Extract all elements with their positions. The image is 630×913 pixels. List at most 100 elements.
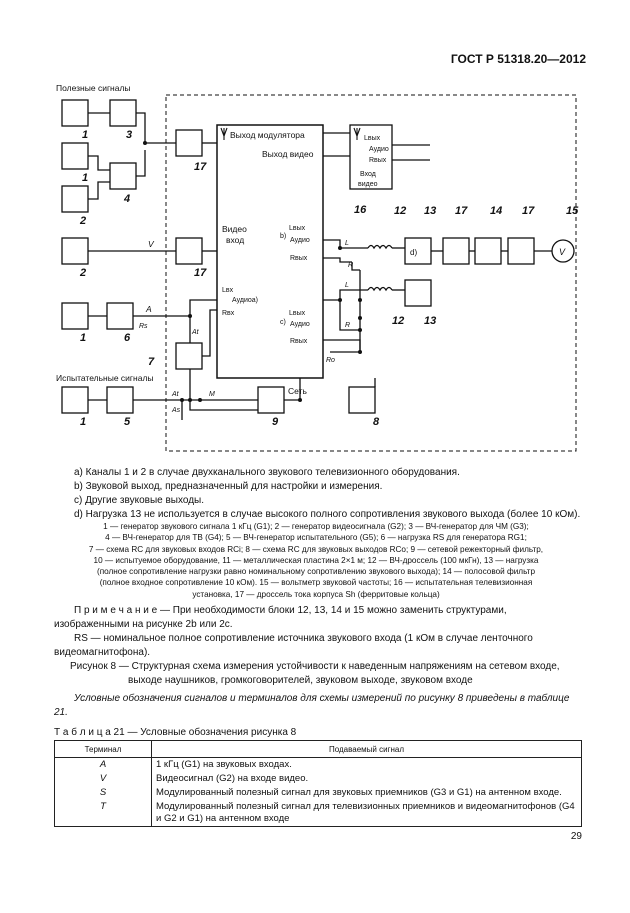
signal-v: V [148,239,155,249]
video-in-label-2: вход [226,235,244,245]
legend-line: 10 — испытуемое оборудование, 11 — метал… [93,555,539,565]
num-1a: 1 [82,129,88,141]
box-17a [175,129,203,157]
legend-line: 1 — генератор звукового сигнала 1 кГц (G… [103,522,529,531]
num-17b: 17 [194,267,207,279]
figure-caption: Рисунок 8 — Структурная схема измерения … [54,660,584,688]
num-3: 3 [126,129,132,141]
box-17d [507,237,535,265]
terminal-cell: S [54,786,152,800]
intro-paragraph: Условные обозначения сигналов и терминал… [54,693,570,718]
signal-cell: 1 кГц (G1) на звуковых входах. [151,757,582,772]
audio-label-b: Аудио [290,237,310,244]
lout-label-b: Lвых [289,225,306,232]
figure-caption-text: Рисунок 8 — Структурная схема измерения … [70,661,560,686]
legend-line: установка, 17 — дроссель тока корпуса Sh… [192,589,440,599]
signal-as: As [171,407,181,414]
audio-a-label: Аудиоa) [232,297,258,304]
box-7 [175,342,203,370]
box-4 [109,162,137,190]
table-header-signal: Подаваемый сигнал [151,740,582,758]
footnote-b: b) Звуковой выход, предназначенный для н… [74,481,383,492]
num-1c: 1 [80,332,86,344]
legend-line: (полное сопротивление нагрузки равно ном… [96,567,536,577]
box-14 [474,237,502,265]
signal-at: At [171,391,180,398]
num-8: 8 [373,416,380,428]
video-in-label-1: Видео [222,224,247,234]
num-6: 6 [124,332,131,344]
num-9: 9 [272,416,279,428]
signal-at-top: At [191,329,200,336]
rout-label-b: Rвых [290,255,308,262]
signal-l-c: L [345,282,349,289]
block-diagram: Полезные сигналы Испытательные сигналы В… [56,83,579,452]
box-6 [106,302,134,330]
signal-m: M [209,391,215,398]
signal-r-b: R [348,262,353,269]
note-block: П р и м е ч а н и е — При необходимости … [54,604,584,660]
num-17a: 17 [194,161,207,173]
table-row: A 1 кГц (G1) на звуковых входах. [54,757,582,772]
lout-label-16: Lвых [364,135,381,142]
note-paragraph-2: RS — номинальное полное сопротивление ис… [54,633,533,658]
figure-legend: 1 — генератор звукового сигнала 1 кГц (G… [56,521,576,600]
signal-a: A [145,304,152,314]
rout-label-16: Rвых [369,157,387,164]
num-2b: 2 [79,267,86,279]
num-7: 7 [148,356,155,368]
legend-line: 7 — схема RC для звуковых входов RCi; 8 … [88,544,544,554]
box-16 [349,124,393,190]
num-2a: 2 [79,215,86,227]
signal-cell: Видеосигнал (G2) на входе видео. [151,772,582,786]
box-1a [61,99,89,127]
num-16: 16 [354,204,367,216]
signal-r-c: R [345,322,350,329]
num-1d: 1 [80,416,86,428]
terminal-cell: A [54,757,152,772]
num-17c: 17 [455,205,468,217]
lout-label-c: Lвых [289,310,306,317]
table-row: T Модулированный полезный сигнал для тел… [54,800,582,827]
footnote-a: a) Каналы 1 и 2 в случае двухканального … [74,467,460,478]
num-1b: 1 [82,172,88,184]
useful-signals-label: Полезные сигналы [56,83,131,93]
num-13b: 13 [424,315,436,327]
box-17c [442,237,470,265]
rin-label: Rвх [222,310,235,317]
d-mark: d) [410,248,417,257]
box-d [404,237,432,265]
box-1b [61,142,89,170]
video-in-box-label-2: видео [358,181,378,188]
box-2a [61,185,89,213]
box-8 [348,386,376,414]
page-number: 29 [570,831,582,842]
audio-label-c: Аудио [290,321,310,328]
num-14: 14 [490,205,502,217]
audio-label-16: Аудио [369,146,389,153]
signal-rs: Rs [139,323,148,330]
legend-line: (полное входное сопротивление 10 кОм). 1… [99,578,533,588]
footnote-d: d) Нагрузка 13 не используется в случае … [74,509,581,520]
video-in-box-label-1: Вход [360,171,376,178]
network-label: Сеть [288,386,307,396]
table-row: V Видеосигнал (G2) на входе видео. [54,772,582,786]
terminals-table: Терминал Подаваемый сигнал A 1 кГц (G1) … [54,740,582,827]
num-5: 5 [124,416,131,428]
box-1c [61,302,89,330]
c-mark: c) [280,319,286,326]
footnotes: a) Каналы 1 и 2 в случае двухканального … [74,466,581,522]
video-output-label: Выход видео [262,149,314,159]
num-4: 4 [123,193,130,205]
footnote-c: c) Другие звуковые выходы. [74,495,204,506]
table-header-terminal: Терминал [54,740,152,758]
box-2b [61,237,89,265]
table-row: S Модулированный полезный сигнал для зву… [54,786,582,800]
voltmeter-label: V [559,247,566,257]
mod-output-label: Выход модулятора [230,130,305,140]
note-paragraph-1: П р и м е ч а н и е — При необходимости … [54,605,507,630]
legend-line: 4 — ВЧ-генератор для ТВ (G4); 5 — ВЧ-ген… [105,533,527,543]
terminal-cell: T [54,800,152,827]
num-13a: 13 [424,205,436,217]
terminal-cell: V [54,772,152,786]
